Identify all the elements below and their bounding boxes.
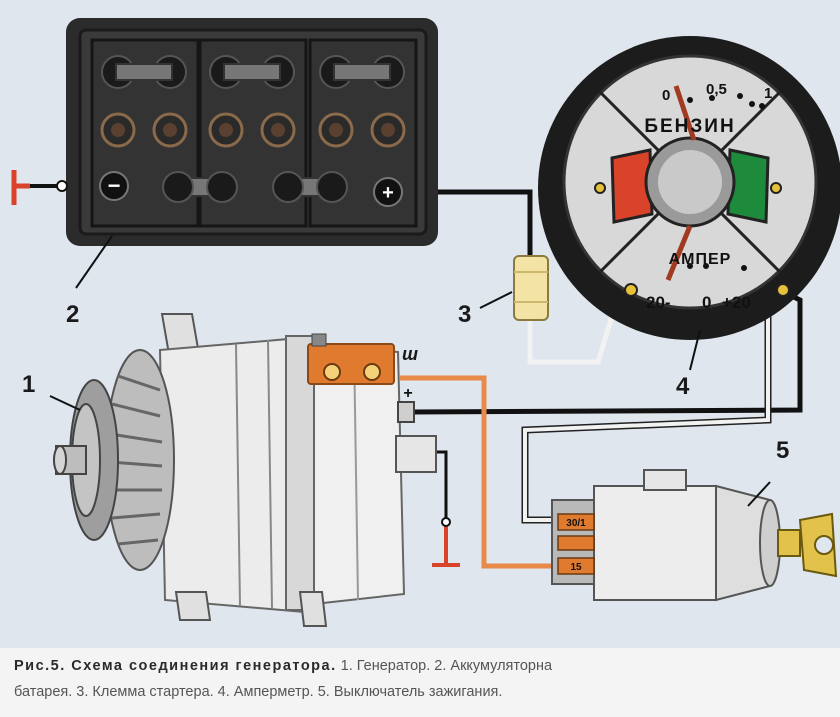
- battery-top-strap: [223, 63, 281, 81]
- fuel-scale-half: 0,5: [706, 81, 727, 98]
- ground-terminal-generator: [441, 517, 451, 527]
- switch-label-30-1: 30/1: [566, 518, 586, 529]
- battery-plug-center: [219, 123, 233, 137]
- amp-needle: [665, 225, 693, 281]
- amp-label: АМПЕР: [669, 251, 732, 268]
- battery-negative-terminal: [99, 171, 129, 201]
- label-terminal-sh: ш: [402, 344, 418, 364]
- battery-plug-center: [271, 123, 285, 137]
- battery-cell-post: [162, 171, 194, 203]
- battery-top-strap: [333, 63, 391, 81]
- caption-title: Рис.5. Схема соединения генератора.: [14, 658, 337, 674]
- amp-scale-dots: [687, 263, 747, 271]
- leader-line-2: [75, 235, 113, 289]
- battery-cell-post: [316, 171, 348, 203]
- combined-gauge: [538, 36, 840, 340]
- amp-scale-zero: 0: [702, 293, 711, 312]
- battery-top-strap: [115, 63, 173, 81]
- battery-negative-sign: −: [108, 173, 121, 198]
- battery-positive-sign: +: [382, 182, 394, 204]
- switch-body: [593, 485, 717, 601]
- wire-starter-to-ammeter: [527, 289, 623, 365]
- caption-line-2: батарея. 3. Клемма стартера. 4. Ампермет…: [14, 684, 503, 700]
- leader-line-3: [479, 291, 513, 309]
- battery-cells: [90, 38, 418, 228]
- ground-symbol-generator: [432, 525, 460, 567]
- generator-plus-sign: +: [403, 385, 412, 402]
- ignition-key: [777, 512, 838, 578]
- starter-terminal: [513, 255, 549, 321]
- battery-ground-terminal: [56, 180, 68, 192]
- caption-line-1-rest: 1. Генератор. 2. Аккумуляторна: [336, 658, 553, 674]
- gauge-red-lamp: [610, 148, 654, 224]
- battery-plug-center: [381, 123, 395, 137]
- fuel-needle: [673, 85, 697, 141]
- amp-scale-plus20: +20: [722, 293, 751, 312]
- ammeter-terminal-plus: [776, 283, 790, 297]
- terminal-block-sh: [307, 343, 395, 385]
- leader-line-1: [49, 395, 81, 411]
- gauge-green-lamp: [726, 148, 770, 224]
- label-3: 3: [458, 301, 471, 328]
- battery-cell-post: [272, 171, 304, 203]
- generator-plus-terminal: [397, 401, 415, 423]
- ignition-switch: [551, 469, 838, 602]
- battery: [11, 18, 438, 246]
- wire-sh-to-switch-15: [400, 375, 560, 569]
- label-1: 1: [22, 371, 35, 398]
- generator-front-housing: [158, 336, 307, 614]
- label-5: 5: [776, 437, 789, 464]
- label-4: 4: [676, 373, 690, 400]
- generator: [53, 313, 437, 627]
- fuel-scale-1: 1: [764, 85, 772, 102]
- ground-symbol-battery: [11, 170, 30, 205]
- battery-plug-center: [163, 123, 177, 137]
- wire-ammeter-to-switch: [523, 300, 770, 522]
- ammeter-terminal-minus: [624, 283, 638, 297]
- fuel-scale-dots: [687, 93, 765, 109]
- battery-positive-terminal: [373, 177, 403, 207]
- switch-terminal-30-1: [557, 513, 595, 531]
- generator-pulley: [53, 379, 119, 541]
- figure-caption: Рис.5. Схема соединения генератора. 1. Г…: [0, 648, 840, 717]
- leader-line-5: [747, 481, 771, 507]
- fuel-label: БЕНЗИН: [644, 116, 735, 137]
- caption-line-1: Рис.5. Схема соединения генератора. 1. Г…: [14, 658, 552, 674]
- leader-line-4: [689, 329, 701, 371]
- amp-scale-minus20: 20-: [646, 293, 671, 312]
- fuel-scale-0: 0: [662, 87, 670, 104]
- switch-label-15: 15: [570, 562, 582, 573]
- battery-cell-post: [206, 171, 238, 203]
- battery-plug-center: [111, 123, 125, 137]
- label-2: 2: [66, 301, 79, 328]
- switch-terminal-15: [557, 557, 595, 575]
- battery-plug-center: [329, 123, 343, 137]
